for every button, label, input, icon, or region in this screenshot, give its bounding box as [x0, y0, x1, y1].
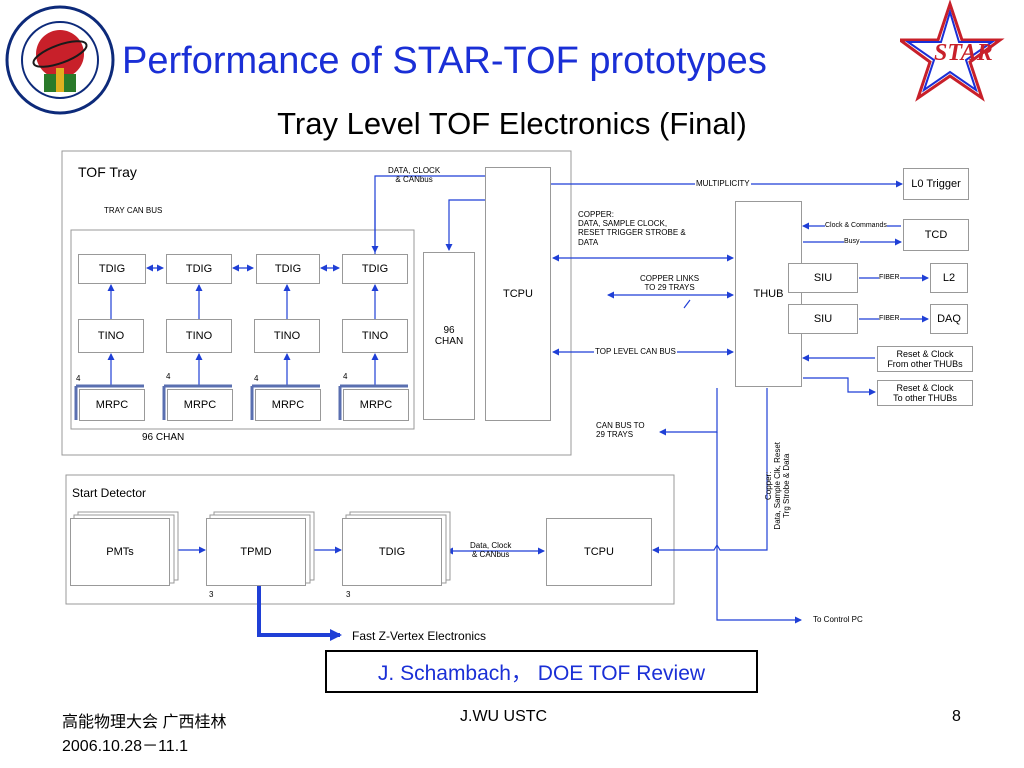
tdig-box-4: TDIG	[342, 254, 408, 284]
mrpc-box-4: MRPC	[343, 389, 409, 421]
chan96-label: 96 CHAN	[434, 324, 464, 348]
pmts-box: PMTs	[70, 518, 170, 586]
reset-from-box: Reset & Clock From other THUBs	[877, 346, 973, 372]
footer-left-line2: 2006.10.28－11.1	[62, 738, 189, 755]
star-icon	[895, 0, 1005, 102]
tdig-box-2: TDIG	[166, 254, 232, 284]
chan96-box: 96 CHAN	[423, 252, 475, 420]
copper-vertical-label: Copper: Data, Sample Clk, Reset Trg Stro…	[764, 441, 792, 530]
tdig-box-3: TDIG	[256, 254, 320, 284]
tino-box-2: TINO	[166, 319, 232, 353]
page-number: 8	[952, 708, 961, 725]
reset-from-label: Reset & Clock From other THUBs	[887, 348, 963, 369]
slide-title: Performance of STAR-TOF prototypes	[122, 40, 767, 82]
copper-data-label: COPPER: DATA, SAMPLE CLOCK, RESET TRIGGE…	[578, 210, 686, 247]
star-logo: STAR	[895, 0, 1024, 104]
top-level-can-label: TOP LEVEL CAN BUS	[594, 347, 677, 357]
siu-box-1: SIU	[788, 263, 858, 293]
clock-commands-label: Clock & Commands	[825, 222, 887, 231]
data-clock-canbus-label: DATA, CLOCK & CANbus	[388, 166, 441, 185]
tino-box-1: TINO	[78, 319, 144, 353]
footer-center: J.WU USTC	[460, 708, 548, 725]
reset-to-label: Reset & Clock To other THUBs	[893, 382, 957, 403]
mrpc-box-1: MRPC	[79, 389, 145, 421]
university-logo	[4, 4, 116, 116]
star-logo-text: STAR	[934, 40, 993, 66]
copper-links-label: COPPER LINKS TO 29 TRAYS	[640, 274, 700, 293]
tray-96-chan-label: 96 CHAN	[142, 432, 185, 443]
fiber-label-2: FIBER	[879, 315, 900, 324]
can-bus-to-trays-label: CAN BUS TO 29 TRAYS	[596, 421, 645, 440]
tray-tcpu-box: TCPU	[485, 167, 551, 421]
thub-box: THUB	[735, 201, 802, 387]
mrpc-count-2: 4	[166, 372, 171, 381]
tof-tray-label: TOF Tray	[78, 164, 137, 180]
tdig-box-1: TDIG	[78, 254, 146, 284]
mrpc-count-1: 4	[76, 374, 81, 383]
siu-box-2: SIU	[788, 304, 858, 334]
mrpc-count-4: 4	[343, 372, 348, 381]
credit-text: J. Schambach， DOE TOF Review	[377, 661, 706, 685]
tpmd-count-label: 3	[209, 590, 214, 599]
daq-box: DAQ	[930, 304, 968, 334]
slide-subtitle: Tray Level TOF Electronics (Final)	[277, 106, 747, 141]
tpmd-box: TPMD	[206, 518, 306, 586]
l2-box: L2	[930, 263, 968, 293]
start-tdig-box: TDIG	[342, 518, 442, 586]
fast-z-vertex-label: Fast Z-Vertex Electronics	[352, 629, 487, 643]
tray-can-bus-label: TRAY CAN BUS	[104, 206, 163, 215]
multiplicity-label: MULTIPLICITY	[695, 179, 751, 189]
busy-label: Busy	[844, 238, 860, 247]
to-control-pc-label: To Control PC	[813, 615, 863, 624]
footer-left-line1: 高能物理大会 广西桂林	[62, 714, 227, 731]
tino-box-3: TINO	[254, 319, 320, 353]
credit-box: J. Schambach， DOE TOF Review	[325, 650, 758, 693]
start-data-clock-label: Data, Clock & CANbus	[470, 541, 512, 560]
tdig-count-label: 3	[346, 590, 351, 599]
tino-box-4: TINO	[342, 319, 408, 353]
l0-trigger-box: L0 Trigger	[903, 168, 969, 200]
reset-to-box: Reset & Clock To other THUBs	[877, 380, 973, 406]
mrpc-box-3: MRPC	[255, 389, 321, 421]
tcd-box: TCD	[903, 219, 969, 251]
mrpc-box-2: MRPC	[167, 389, 233, 421]
mrpc-count-3: 4	[254, 374, 259, 383]
university-seal-icon	[5, 5, 115, 115]
start-tcpu-box: TCPU	[546, 518, 652, 586]
start-detector-label: Start Detector	[72, 486, 147, 500]
fiber-label-1: FIBER	[879, 274, 900, 283]
